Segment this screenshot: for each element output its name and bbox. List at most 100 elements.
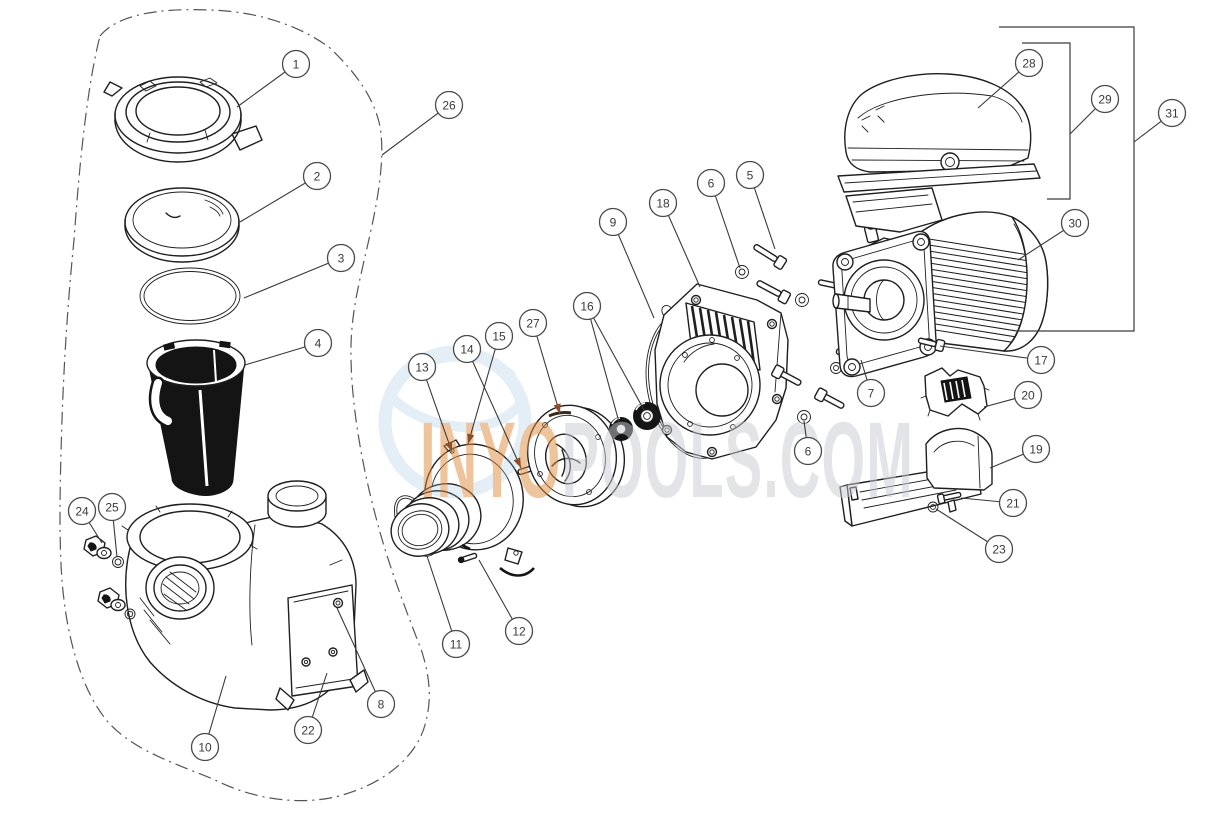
washer-illustration [795,293,809,307]
leader-line-16 [586,305,645,411]
callout-28-label: 28 [1022,56,1036,70]
bolt-5-illustration [753,244,788,270]
callout-19[interactable]: 19 [989,434,1051,469]
callout-11-balloon[interactable] [441,629,471,659]
callout-25-balloon[interactable] [97,492,127,522]
callout-20-balloon[interactable] [1013,380,1043,410]
callout-2-label: 2 [314,169,321,183]
callout-15-balloon[interactable] [484,321,514,351]
callout-4-balloon[interactable] [303,328,333,358]
callout-20[interactable]: 20 [983,380,1043,410]
watermark-inyo: INYO [420,400,561,520]
callout-18[interactable]: 18 [648,188,701,288]
callout-5[interactable]: 5 [735,160,776,250]
callout-19-label: 19 [1029,442,1043,456]
callout-12-balloon[interactable] [504,616,534,646]
callout-2-balloon[interactable] [302,161,332,191]
strainer-basket-illustration [146,339,246,496]
callout-31-balloon[interactable] [1157,98,1187,128]
callout-28-balloon[interactable] [1014,48,1044,78]
callout-9[interactable]: 9 [598,207,655,319]
callout-6-label: 6 [805,444,812,458]
callout-9-label: 9 [610,215,617,229]
bracket-29 [1022,42,1071,200]
callout-29-balloon[interactable] [1090,84,1120,114]
callout-25[interactable]: 25 [97,492,127,558]
callout-6[interactable]: 6 [696,168,741,269]
lid-illustration [124,187,240,263]
callout-23-label: 23 [992,542,1006,556]
callout-3[interactable]: 3 [243,243,356,299]
callout-26-label: 26 [442,98,456,112]
leader-line-16 [586,305,620,423]
callout-13-label: 13 [415,360,429,374]
callout-3-balloon[interactable] [326,243,356,273]
callout-2[interactable]: 2 [239,161,332,223]
callout-21[interactable]: 21 [960,488,1028,518]
callout-5-balloon[interactable] [735,160,765,190]
callout-21-balloon[interactable] [998,488,1028,518]
callout-13[interactable]: 13 [407,352,453,453]
callout-26[interactable]: 26 [381,90,464,156]
callout-22-balloon[interactable] [293,715,323,745]
callout-24[interactable]: 24 [67,496,103,544]
callout-29[interactable]: 29 [1069,84,1120,135]
callout-30[interactable]: 30 [1017,208,1090,261]
callout-17-balloon[interactable] [1026,345,1056,375]
callout-10-balloon[interactable] [190,732,220,762]
callout-14-balloon[interactable] [452,334,482,364]
callout-6[interactable]: 6 [793,420,823,466]
callout-26-balloon[interactable] [434,90,464,120]
callout-11[interactable]: 11 [426,555,471,659]
callout-22-label: 22 [301,723,315,737]
callout-22[interactable]: 22 [293,672,328,745]
shaft-seal-illustration [609,402,661,441]
pump-base-illustration [275,584,369,711]
callout-23[interactable]: 23 [935,508,1014,564]
callout-27[interactable]: 27 [518,308,561,415]
callout-28[interactable]: 28 [977,48,1044,109]
drain-plug-oring-2-illustration [124,608,136,620]
callout-1[interactable]: 1 [236,49,311,108]
callout-23-balloon[interactable] [984,534,1014,564]
callout-15[interactable]: 15 [467,321,514,445]
callout-layer: 1234566789101112131415161718192021222324… [67,48,1187,762]
callout-8-label: 8 [378,697,385,711]
callout-19-balloon[interactable] [1021,434,1051,464]
callout-8[interactable]: 8 [336,607,396,719]
callout-8-balloon[interactable] [366,689,396,719]
callout-31[interactable]: 31 [1133,98,1187,143]
callout-31-label: 31 [1165,106,1179,120]
drain-plug-2-illustration [97,587,126,612]
bolt-illustration [756,280,792,305]
callout-14[interactable]: 14 [452,334,522,469]
callout-24-label: 24 [75,504,89,518]
callout-13-balloon[interactable] [407,352,437,382]
callout-6-balloon[interactable] [696,168,726,198]
callout-16[interactable]: 16 [572,291,645,423]
callout-18-balloon[interactable] [648,188,678,218]
callout-1-balloon[interactable] [281,49,311,79]
leader-arrowhead-15 [467,433,475,444]
callout-7-balloon[interactable] [856,378,886,408]
leader-line-14 [466,348,522,469]
callout-14-label: 14 [460,342,474,356]
callout-24-balloon[interactable] [67,496,97,526]
leader-arrowhead-27 [553,403,561,414]
callout-16-balloon[interactable] [572,291,602,321]
callout-20-label: 20 [1021,388,1035,402]
lid-oring-illustration [139,267,241,325]
callout-30-balloon[interactable] [1060,208,1090,238]
callout-12[interactable]: 12 [478,559,534,646]
callout-6-balloon[interactable] [793,436,823,466]
callout-27-balloon[interactable] [518,308,548,338]
callout-4[interactable]: 4 [244,328,333,366]
callout-5-label: 5 [747,168,754,182]
callout-10[interactable]: 10 [190,675,227,762]
callout-17[interactable]: 17 [939,345,1056,375]
leader-line-3 [243,257,342,299]
callout-7[interactable]: 7 [856,359,886,408]
callout-9-balloon[interactable] [598,207,628,237]
